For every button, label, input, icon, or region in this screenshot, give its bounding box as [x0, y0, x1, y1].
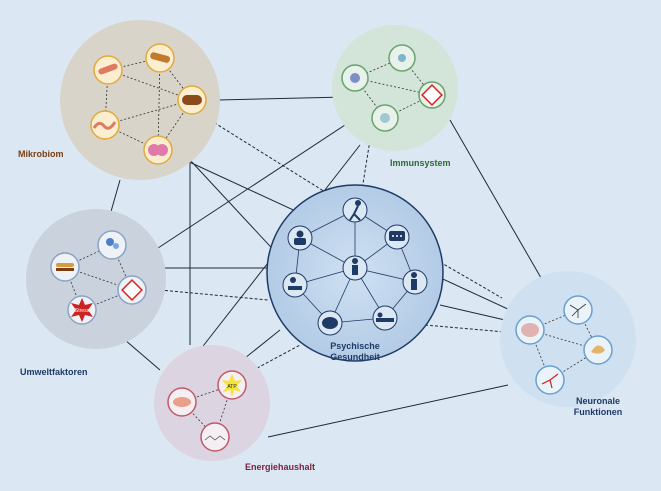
- neuron-icon: [563, 295, 593, 325]
- virus-icon: [388, 44, 416, 72]
- line-microbiome-immune: [217, 96, 346, 101]
- brain-icon: [515, 315, 545, 345]
- microbiome-cluster: Mikrobiom: [18, 20, 220, 180]
- dash-mental-neuronal-a: [439, 261, 503, 299]
- person-icon: [342, 197, 368, 223]
- bacteria-icon: [93, 55, 123, 85]
- immune-label: Immunsystem: [390, 158, 451, 168]
- line-energy-neuronal: [267, 384, 509, 438]
- bacteria-icon: [143, 135, 173, 165]
- chat-icon: [384, 224, 410, 250]
- person-icon: [342, 255, 368, 281]
- immune-cluster: Immunsystem: [332, 25, 458, 168]
- pills-hand-icon: [97, 230, 127, 260]
- stress-burst-icon: Stress: [67, 295, 97, 325]
- energy-cluster: ATP Energiehaushalt: [154, 345, 315, 472]
- energy-label: Energiehaushalt: [245, 462, 315, 472]
- virus-icon: [371, 104, 399, 132]
- microbiome-label: Mikrobiom: [18, 149, 64, 159]
- person-icon: [402, 269, 428, 295]
- mitochondria-icon: [167, 387, 197, 417]
- hazard-icon: [418, 81, 446, 109]
- dash-environment-mental: [159, 289, 269, 301]
- mental-health-label-line2: Gesundheit: [330, 352, 380, 362]
- dash-mental-neuronal-b: [424, 324, 506, 333]
- person-icon: [282, 272, 308, 298]
- hazard-icon: [117, 275, 147, 305]
- neuronal-circle: [500, 271, 636, 407]
- bacteria-icon: [145, 43, 175, 73]
- person-icon: [372, 305, 398, 331]
- virus-icon: [341, 64, 369, 92]
- atp-text: ATP: [227, 384, 237, 390]
- person-icon: [287, 225, 313, 251]
- environment-circle: [26, 209, 166, 349]
- line-microbiome-environment: [109, 179, 121, 216]
- brain-icon: [317, 310, 343, 336]
- mental-health-cluster: Psychische Gesundheit: [266, 184, 444, 362]
- line-environment-energy: [124, 339, 161, 371]
- line-mental-neuronal: [439, 304, 506, 321]
- neuron-icon: [535, 365, 565, 395]
- neuronal-label-line2: Funktionen: [574, 407, 623, 417]
- dash-microbiome-mental: [209, 119, 331, 196]
- stress-text: Stress: [75, 308, 90, 314]
- neuronal-cluster: Neuronale Funktionen: [500, 271, 636, 417]
- line-immune-neuronal: [449, 119, 549, 291]
- mental-health-label-line1: Psychische: [330, 341, 380, 351]
- environment-cluster: Stress Umweltfaktoren: [20, 209, 166, 377]
- atp-icon: ATP: [217, 370, 247, 400]
- molecule-icon: [200, 422, 230, 452]
- dash-immune-mental: [361, 139, 371, 191]
- line-environment-immune: [154, 124, 346, 251]
- bacteria-icon: [177, 85, 207, 115]
- neuronal-label-line1: Neuronale: [576, 396, 620, 406]
- burger-icon: [50, 252, 80, 282]
- environment-label: Umweltfaktoren: [20, 367, 88, 377]
- bacteria-icon: [90, 110, 120, 140]
- brain-icon: [583, 335, 613, 365]
- immune-circle: [332, 25, 458, 151]
